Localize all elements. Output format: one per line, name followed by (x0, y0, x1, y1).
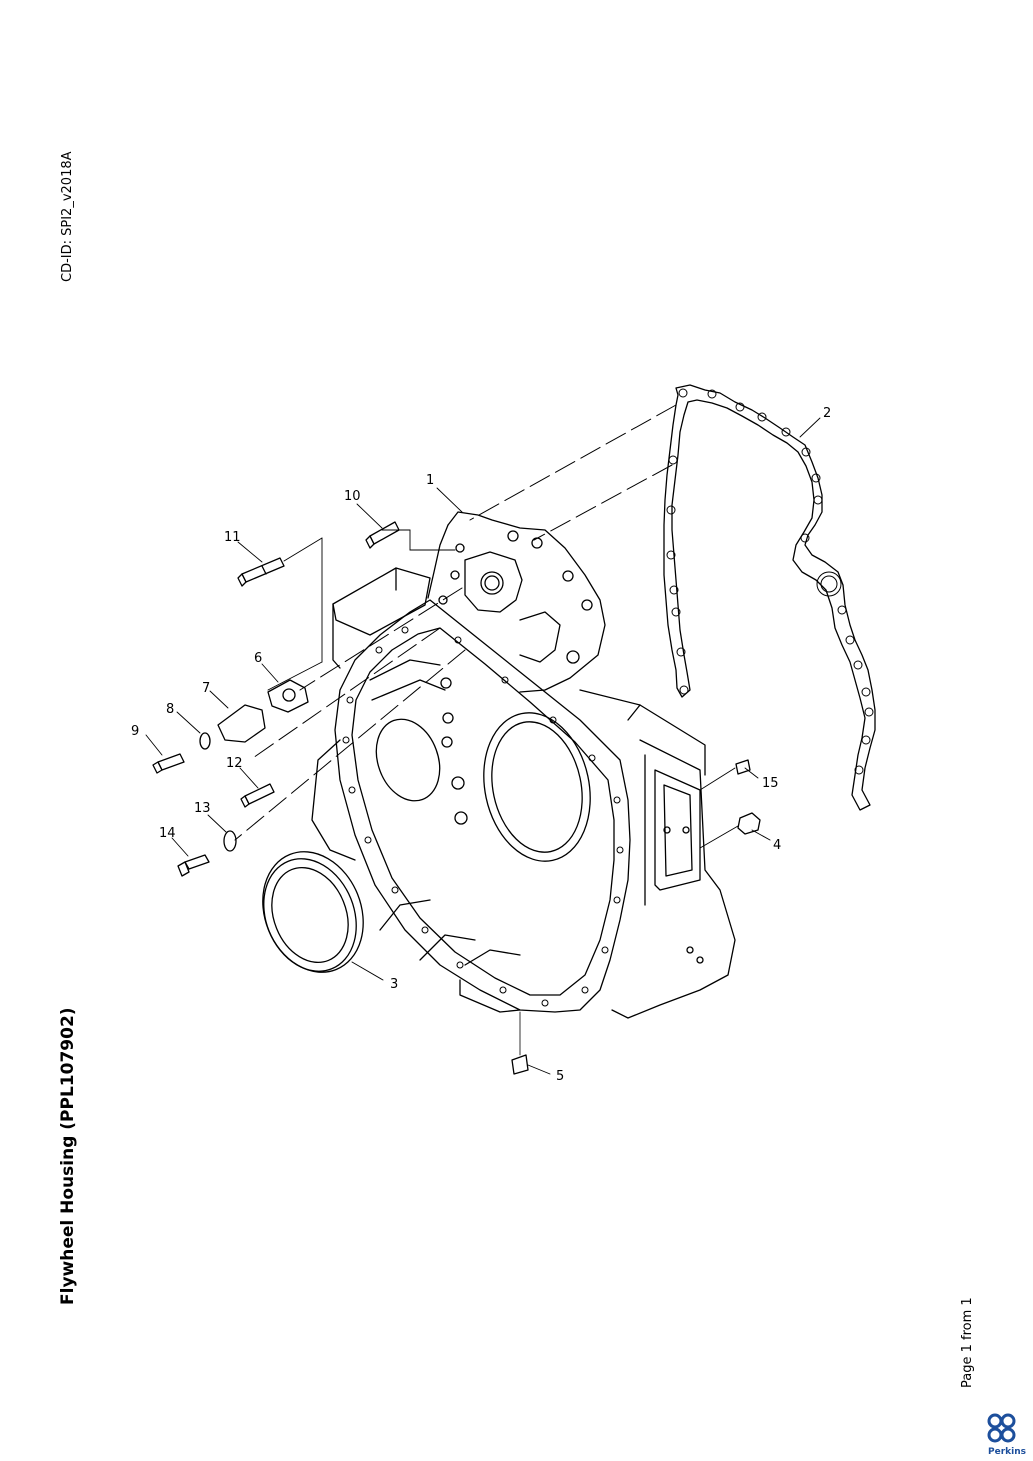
callout-4: 4 (773, 838, 781, 853)
callout-8: 8 (166, 702, 174, 717)
callout-3: 3 (390, 977, 398, 992)
plug-15 (735, 759, 751, 775)
callout-12: 12 (226, 756, 243, 771)
callout-5: 5 (556, 1069, 564, 1084)
callout-6: 6 (254, 651, 262, 666)
callout-7: 7 (202, 681, 210, 696)
callout-13: 13 (194, 801, 211, 816)
callout-14: 14 (159, 826, 176, 841)
plug-4 (737, 812, 761, 835)
bolt-11 (237, 557, 285, 587)
bolt-10 (365, 521, 400, 549)
brand-name: Perkins (988, 1447, 1026, 1457)
crank-seal (262, 851, 364, 973)
callout-2: 2 (823, 406, 831, 421)
gasket-7 (217, 704, 266, 743)
callout-1: 1 (426, 473, 434, 488)
washer-8 (199, 732, 211, 750)
callout-labels: 1 2 3 4 5 6 7 8 9 10 11 12 13 14 15 (131, 406, 831, 1084)
flywheel-housing (311, 511, 736, 1019)
cover-plate-6 (267, 679, 309, 713)
housing-gasket (663, 384, 876, 811)
perkins-logo-icon (987, 1413, 1016, 1443)
plug-5 (511, 1054, 529, 1075)
callout-11: 11 (224, 530, 241, 545)
callout-15: 15 (762, 776, 779, 791)
callout-9: 9 (131, 724, 139, 739)
callout-10: 10 (344, 489, 361, 504)
washer-13 (223, 830, 237, 852)
